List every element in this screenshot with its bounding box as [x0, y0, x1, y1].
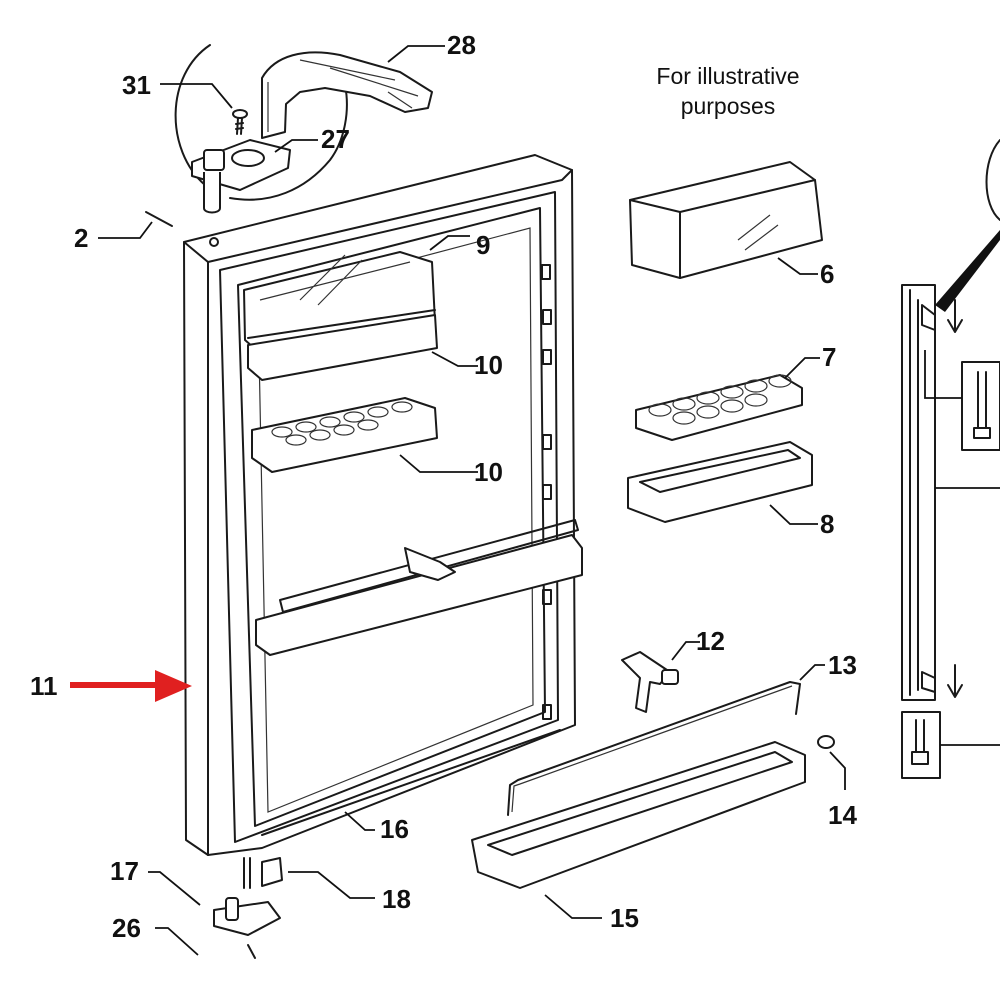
callout-2: 2	[74, 223, 88, 253]
callout-10-lower: 10	[474, 457, 503, 487]
part-12-clip	[621, 651, 679, 713]
callout-8: 8	[820, 509, 834, 539]
door-bin-large	[255, 519, 583, 656]
callout-9: 9	[476, 230, 490, 260]
part-6-covered-bin	[629, 161, 823, 279]
callout-17: 17	[110, 856, 139, 886]
part-28-hinge-cover	[261, 51, 433, 139]
part-15-long-bin	[471, 741, 806, 889]
part-2-pin	[145, 211, 173, 227]
part-13-wire-bar	[507, 681, 801, 816]
callout-26: 26	[112, 913, 141, 943]
callout-13: 13	[828, 650, 857, 680]
callout-14: 14	[828, 800, 857, 830]
detail-pointer	[935, 230, 1000, 312]
part-26-screw	[247, 944, 256, 959]
part-18-lower-bracket	[243, 857, 283, 889]
part-10-upper-shelf	[247, 314, 438, 381]
part-31-screw	[232, 109, 248, 135]
callout-11: 11	[30, 671, 58, 701]
callout-27: 27	[321, 124, 350, 154]
callout-6: 6	[820, 259, 834, 289]
callout-18: 18	[382, 884, 411, 914]
note-line-2: purposes	[681, 93, 776, 119]
note-line-1: For illustrative	[656, 63, 799, 89]
callout-16: 16	[380, 814, 409, 844]
callout-28: 28	[447, 30, 476, 60]
part-8-shallow-tray	[627, 441, 813, 523]
part-7-egg-tray	[635, 374, 803, 441]
handle-assembly	[901, 139, 1000, 779]
callout-12: 12	[696, 626, 725, 656]
part-14-plug	[817, 735, 835, 749]
part-10-egg-tray	[251, 397, 438, 473]
leader-lines	[98, 45, 846, 956]
callout-7: 7	[822, 342, 836, 372]
callout-10-upper: 10	[474, 350, 503, 380]
part-27-hinge	[191, 139, 291, 214]
callout-15: 15	[610, 903, 639, 933]
part-16-bottom-trim	[261, 729, 561, 836]
part-17-lower-hinge	[213, 897, 281, 936]
callout-31: 31	[122, 70, 151, 100]
highlight-arrow	[70, 670, 192, 702]
